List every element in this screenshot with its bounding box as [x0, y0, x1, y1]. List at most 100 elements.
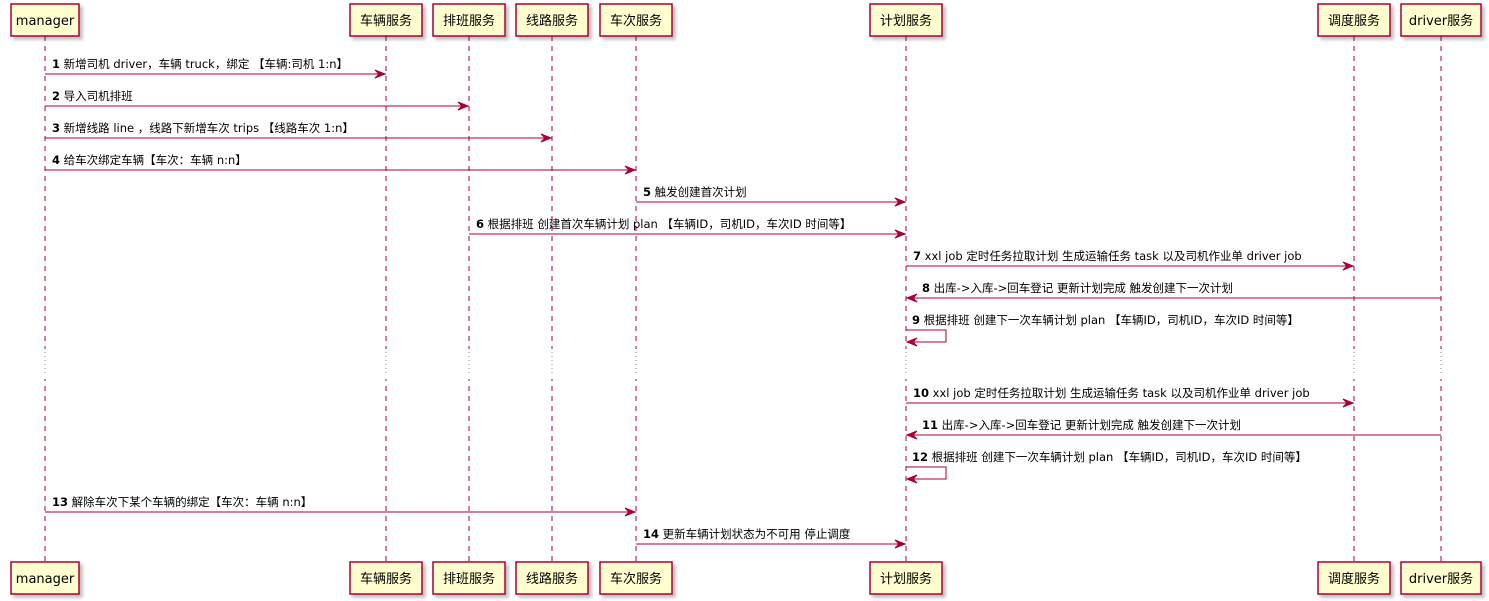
participant-label: 调度服务: [1328, 571, 1380, 587]
message-text: 根据排班 创建首次车辆计划 plan 【车辆ID，司机ID，车次ID 时间等】: [488, 217, 852, 231]
participant-dispatch-bottom: 调度服务: [1317, 561, 1391, 595]
message-label: 4 给车次绑定车辆【车次：车辆 n:n】: [52, 153, 247, 167]
message-3: 3 新增线路 line ，线路下新增车次 trips 【线路车次 1:n】: [45, 121, 553, 143]
message-number: 11: [922, 418, 938, 432]
participant-plan-top: 计划服务: [869, 3, 943, 37]
message-5: 5 触发创建首次计划: [636, 185, 907, 207]
message-number: 2: [52, 89, 60, 103]
arrowhead: [1342, 398, 1355, 408]
message-4: 4 给车次绑定车辆【车次：车辆 n:n】: [45, 153, 637, 175]
participant-label: 计划服务: [880, 13, 932, 29]
message-label: 7 xxl job 定时任务拉取计划 生成运输任务 task 以及司机作业单 d…: [913, 249, 1302, 263]
self-message-arrow: [906, 466, 947, 480]
message-text: 更新车辆计划状态为不可用 停止调度: [663, 527, 851, 541]
arrowhead: [894, 229, 907, 239]
message-label: 12 根据排班 创建下一次车辆计划 plan 【车辆ID，司机ID，车次ID 时…: [912, 450, 1307, 464]
arrowhead: [374, 69, 387, 79]
message-number: 1: [52, 57, 60, 71]
participant-label: 调度服务: [1328, 13, 1380, 29]
participant-label: 车次服务: [610, 13, 662, 29]
message-number: 7: [913, 249, 921, 263]
message-6: 6 根据排班 创建首次车辆计划 plan 【车辆ID，司机ID，车次ID 时间等…: [469, 217, 907, 239]
message-number: 8: [922, 281, 930, 295]
message-number: 14: [643, 527, 659, 541]
message-text: 新增司机 driver，车辆 truck，绑定 【车辆:司机 1:n】: [64, 57, 348, 71]
message-14: 14 更新车辆计划状态为不可用 停止调度: [636, 527, 907, 549]
participant-label: 线路服务: [526, 571, 578, 587]
message-label: 9 根据排班 创建下一次车辆计划 plan 【车辆ID，司机ID，车次ID 时间…: [912, 313, 1299, 327]
message-8: 8 出库->入库->回车登记 更新计划完成 触发创建下一次计划: [905, 281, 1441, 303]
self-message-arrow: [906, 329, 947, 343]
message-number: 4: [52, 153, 60, 167]
message-number: 5: [643, 185, 651, 199]
participant-trip-bottom: 车次服务: [599, 561, 673, 595]
message-text: 新增线路 line ，线路下新增车次 trips 【线路车次 1:n】: [64, 121, 354, 135]
arrowhead: [905, 337, 918, 347]
message-label: 8 出库->入库->回车登记 更新计划完成 触发创建下一次计划: [922, 281, 1233, 295]
message-text: 根据排班 创建下一次车辆计划 plan 【车辆ID，司机ID，车次ID 时间等】: [924, 313, 1299, 327]
message-13: 13 解除车次下某个车辆的绑定【车次：车辆 n:n】: [45, 495, 637, 517]
participant-label: 线路服务: [526, 13, 578, 29]
participant-label: 排班服务: [443, 13, 495, 29]
message-text: 解除车次下某个车辆的绑定【车次：车辆 n:n】: [72, 495, 313, 509]
message-text: 给车次绑定车辆【车次：车辆 n:n】: [64, 153, 247, 167]
participant-label: 排班服务: [443, 571, 495, 587]
message-label: 6 根据排班 创建首次车辆计划 plan 【车辆ID，司机ID，车次ID 时间等…: [476, 217, 851, 231]
message-number: 3: [52, 121, 60, 135]
participant-manager-top: manager: [10, 3, 80, 37]
message-11: 11 出库->入库->回车登记 更新计划完成 触发创建下一次计划: [905, 418, 1441, 440]
participant-label: 车辆服务: [360, 571, 412, 587]
message-label: 10 xxl job 定时任务拉取计划 生成运输任务 task 以及司机作业单 …: [913, 386, 1310, 400]
participant-schedule-bottom: 排班服务: [432, 561, 506, 595]
participant-trip-top: 车次服务: [599, 3, 673, 37]
message-label: 3 新增线路 line ，线路下新增车次 trips 【线路车次 1:n】: [52, 121, 354, 135]
participant-label: driver服务: [1409, 13, 1473, 29]
message-label: 13 解除车次下某个车辆的绑定【车次：车辆 n:n】: [52, 495, 312, 509]
message-2: 2 导入司机排班: [45, 89, 470, 111]
message-label: 14 更新车辆计划状态为不可用 停止调度: [643, 527, 851, 541]
message-label: 1 新增司机 driver，车辆 truck，绑定 【车辆:司机 1:n】: [52, 57, 348, 71]
arrowhead: [457, 101, 470, 111]
message-10: 10 xxl job 定时任务拉取计划 生成运输任务 task 以及司机作业单 …: [906, 386, 1355, 408]
arrowhead: [905, 474, 918, 484]
participant-label: 车次服务: [610, 571, 662, 587]
participant-schedule-top: 排班服务: [432, 3, 506, 37]
participant-label: manager: [16, 572, 75, 587]
arrowhead: [624, 507, 637, 517]
message-label: 2 导入司机排班: [52, 89, 133, 103]
arrowhead: [540, 133, 553, 143]
message-number: 9: [912, 313, 920, 327]
message-label: 11 出库->入库->回车登记 更新计划完成 触发创建下一次计划: [922, 418, 1241, 432]
message-number: 10: [913, 386, 929, 400]
message-7: 7 xxl job 定时任务拉取计划 生成运输任务 task 以及司机作业单 d…: [906, 249, 1355, 271]
message-text: xxl job 定时任务拉取计划 生成运输任务 task 以及司机作业单 dri…: [933, 386, 1310, 400]
participant-dispatch-top: 调度服务: [1317, 3, 1391, 37]
message-text: xxl job 定时任务拉取计划 生成运输任务 task 以及司机作业单 dri…: [925, 249, 1302, 263]
arrowhead: [905, 293, 918, 303]
message-9: 9 根据排班 创建下一次车辆计划 plan 【车辆ID，司机ID，车次ID 时间…: [905, 313, 1299, 347]
message-number: 12: [912, 450, 928, 464]
arrowhead: [905, 430, 918, 440]
participant-label: 计划服务: [880, 571, 932, 587]
participant-label: manager: [16, 14, 75, 29]
participant-route-top: 线路服务: [515, 3, 589, 37]
participant-label: 车辆服务: [360, 13, 412, 29]
message-label: 5 触发创建首次计划: [643, 185, 747, 199]
participant-driver-bottom: driver服务: [1400, 561, 1482, 595]
message-text: 根据排班 创建下一次车辆计划 plan 【车辆ID，司机ID，车次ID 时间等】: [932, 450, 1307, 464]
participant-vehicle-bottom: 车辆服务: [349, 561, 423, 595]
message-text: 出库->入库->回车登记 更新计划完成 触发创建下一次计划: [934, 281, 1233, 295]
message-number: 6: [476, 217, 484, 231]
participant-vehicle-top: 车辆服务: [349, 3, 423, 37]
arrowhead: [624, 165, 637, 175]
participant-driver-top: driver服务: [1400, 3, 1482, 37]
arrowhead: [1342, 261, 1355, 271]
message-text: 触发创建首次计划: [655, 185, 747, 199]
message-12: 12 根据排班 创建下一次车辆计划 plan 【车辆ID，司机ID，车次ID 时…: [905, 450, 1307, 484]
message-text: 导入司机排班: [64, 89, 133, 103]
participant-manager-bottom: manager: [10, 561, 80, 595]
message-text: 出库->入库->回车登记 更新计划完成 触发创建下一次计划: [942, 418, 1241, 432]
participant-route-bottom: 线路服务: [515, 561, 589, 595]
participant-label: driver服务: [1409, 571, 1473, 587]
